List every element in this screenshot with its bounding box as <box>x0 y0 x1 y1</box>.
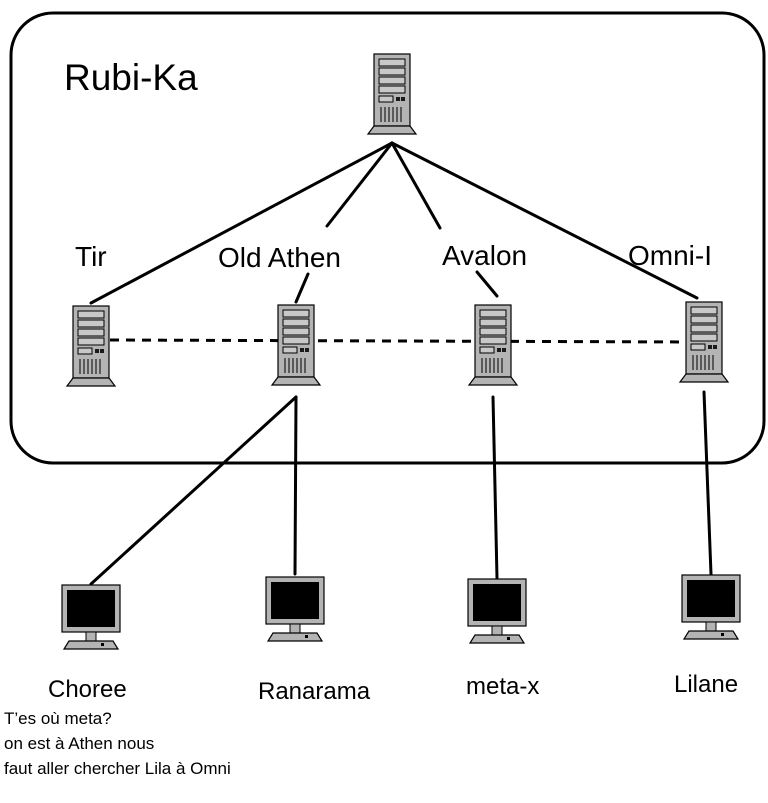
server-avalon-icon <box>468 304 518 386</box>
server-label-omni-i: Omni-I <box>628 240 712 271</box>
server-backbone <box>109 338 691 344</box>
server-label-avalon: Avalon <box>442 240 527 271</box>
link-root-old-athen <box>325 141 394 228</box>
chat-line: faut aller chercher Lila à Omni <box>4 759 231 778</box>
link-root-tir <box>89 141 394 305</box>
link-old-athen-ranarama <box>293 395 298 576</box>
server-label-tir: Tir <box>75 241 107 272</box>
client-meta-x-icon <box>467 578 527 644</box>
chat-line: T’es où meta? <box>4 709 112 728</box>
link-root-omni-i <box>390 141 699 300</box>
link-omni-i-lilane <box>702 390 713 576</box>
link-old-athen-choree <box>89 395 298 586</box>
server-omni-i-icon <box>679 301 729 383</box>
client-lilane-icon <box>681 574 741 640</box>
client-choree-icon <box>61 584 121 650</box>
chat-message: T’es où meta? on est à Athen nous faut a… <box>4 706 231 781</box>
server-tir-icon <box>66 305 116 387</box>
client-links <box>89 390 713 586</box>
root-links <box>89 141 699 305</box>
client-label-meta-x: meta-x <box>466 673 539 700</box>
client-label-lilane: Lilane <box>674 671 738 698</box>
link-root-avalon <box>390 141 442 230</box>
root-server-icon <box>367 53 417 135</box>
client-ranarama-icon <box>265 576 325 642</box>
server-old-athen-icon <box>271 304 321 386</box>
client-label-choree: Choree <box>48 676 127 703</box>
chat-line: on est à Athen nous <box>4 734 155 753</box>
link-avalon-meta-x <box>491 395 499 580</box>
backbone-link <box>109 338 691 344</box>
region-boundary <box>9 11 766 465</box>
client-label-ranarama: Ranarama <box>258 678 371 705</box>
link-label-avalon <box>475 270 499 298</box>
region-label: Rubi-Ka <box>64 57 198 98</box>
link-label-old-athen <box>294 272 310 304</box>
server-label-old-athen: Old Athen <box>218 242 341 273</box>
